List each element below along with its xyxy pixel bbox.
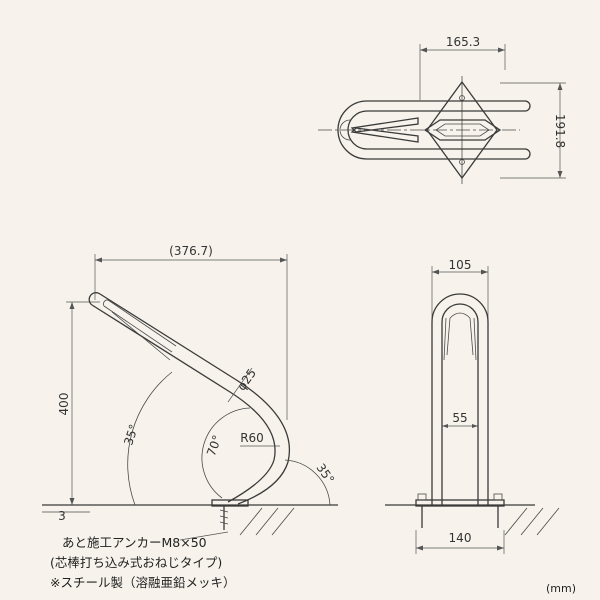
top-height-label: 191.8 xyxy=(553,114,567,148)
angle-left-label: 35° xyxy=(121,422,141,447)
front-width-label: 105 xyxy=(449,258,472,272)
anchor-type-note: (芯棒打ち込み式おねじタイプ) xyxy=(50,555,223,570)
angle-right-label: 35° xyxy=(313,461,337,486)
bend-radius-label: R60 xyxy=(240,431,264,445)
side-width-label: (376.7) xyxy=(169,244,213,258)
front-view: 105 55 140 xyxy=(385,258,560,554)
front-base-label: 140 xyxy=(449,531,472,545)
side-height-label: 400 xyxy=(57,393,71,416)
pipe-diameter-label: φ25 xyxy=(234,366,259,393)
side-view: (376.7) 400 3 35° 70° 35° φ2 xyxy=(42,244,338,536)
unit-label: (mm) xyxy=(546,582,577,595)
angle-inner-label: 70° xyxy=(204,433,224,458)
material-note: ※スチール製（溶融亜鉛メッキ） xyxy=(50,575,236,590)
front-inner-label: 55 xyxy=(452,411,467,425)
top-view: 165.3 191.8 xyxy=(318,35,567,184)
top-width-label: 165.3 xyxy=(446,35,480,49)
anchor-note: あと施工アンカーM8×50 xyxy=(62,535,207,550)
ground-offset-label: 3 xyxy=(58,509,66,523)
